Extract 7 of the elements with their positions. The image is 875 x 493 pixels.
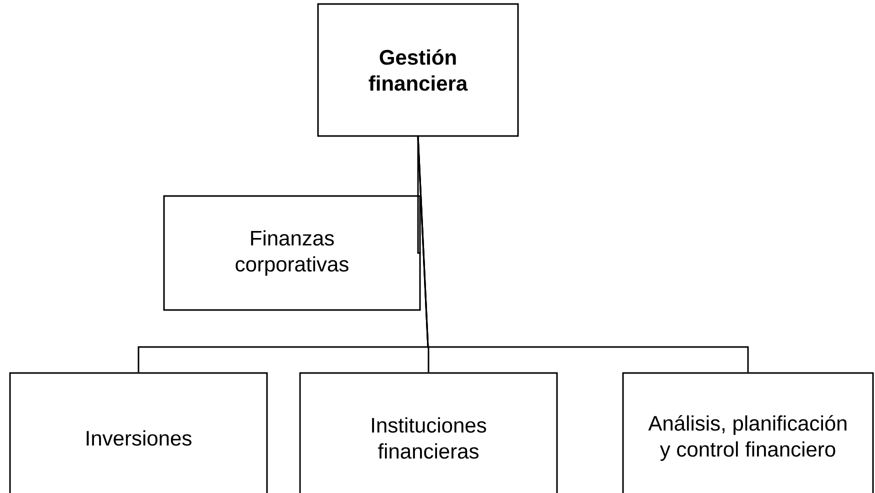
category-box: Análisis, planificación y control financiero [622,372,874,493]
connector [417,136,749,372]
category-box: Inversiones [9,372,268,493]
category-box: Instituciones financieras [299,372,558,493]
category-box: Finanzas corporativas [163,195,421,311]
connector [417,136,421,254]
root-box: Gestión financiera [317,3,519,137]
